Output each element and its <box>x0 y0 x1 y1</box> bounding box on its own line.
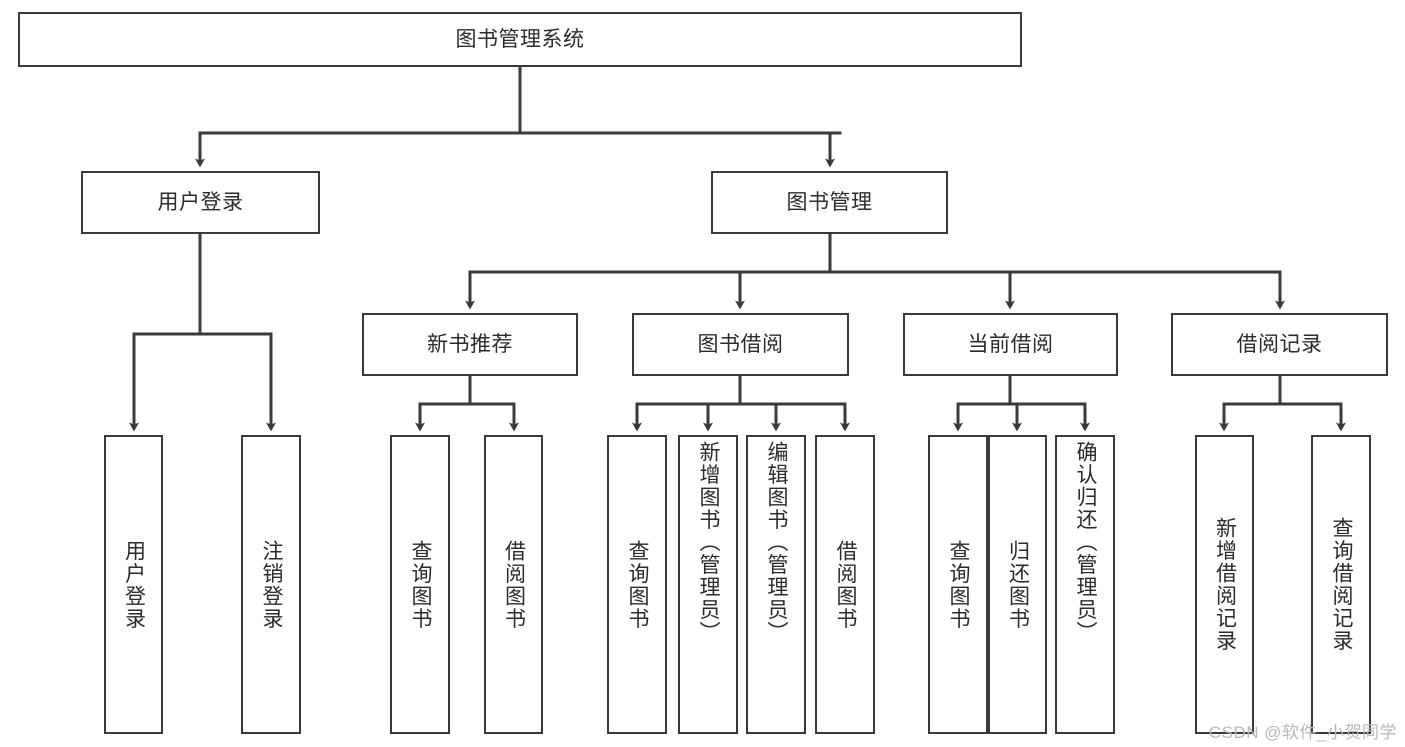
leaf-current-return-book-label: 归还图书 <box>1006 539 1030 630</box>
leaf-current-query-book-label: 查询图书 <box>947 539 971 630</box>
leaf-record-query-record[interactable]: 查询借阅记录 <box>1311 435 1371 734</box>
leaf-borrow-lend-book-label: 借阅图书 <box>834 539 858 630</box>
leaf-user-login[interactable]: 用户登录 <box>104 435 163 734</box>
leaf-newbook-borrow-book[interactable]: 借阅图书 <box>484 435 543 734</box>
leaf-record-add-record[interactable]: 新增借阅记录 <box>1195 435 1254 734</box>
node-root[interactable]: 图书管理系统 <box>18 12 1022 67</box>
node-current-borrow-label: 当前借阅 <box>967 332 1054 356</box>
node-book-manage-label: 图书管理 <box>786 190 873 214</box>
node-book-borrow-label: 图书借阅 <box>697 332 784 356</box>
watermark: CSDN @软件_小贺同学 <box>1208 723 1397 742</box>
leaf-user-logout[interactable]: 注销登录 <box>241 435 301 734</box>
node-current-borrow[interactable]: 当前借阅 <box>903 313 1118 376</box>
leaf-newbook-query-book-label: 查询图书 <box>409 539 433 630</box>
leaf-borrow-add-book-label: 新增图书（管理员） <box>697 441 721 644</box>
leaf-borrow-add-book[interactable]: 新增图书（管理员） <box>678 435 738 734</box>
leaf-user-logout-label: 注销登录 <box>260 539 284 630</box>
leaf-current-return-book[interactable]: 归还图书 <box>988 435 1047 734</box>
node-borrow-record-label: 借阅记录 <box>1236 332 1323 356</box>
node-borrow-record[interactable]: 借阅记录 <box>1171 313 1388 376</box>
node-book-manage[interactable]: 图书管理 <box>711 171 948 234</box>
leaf-record-query-record-label: 查询借阅记录 <box>1330 517 1354 652</box>
node-user-login[interactable]: 用户登录 <box>81 171 320 234</box>
leaf-record-add-record-label: 新增借阅记录 <box>1213 517 1237 652</box>
node-root-label: 图书管理系统 <box>455 27 585 51</box>
leaf-current-confirm-return-label: 确认归还（管理员） <box>1074 441 1098 644</box>
node-new-book-recommend[interactable]: 新书推荐 <box>362 313 578 376</box>
leaf-borrow-query-book-label: 查询图书 <box>626 539 650 630</box>
leaf-borrow-edit-book-label: 编辑图书（管理员） <box>765 441 789 644</box>
leaf-borrow-query-book[interactable]: 查询图书 <box>607 435 667 734</box>
node-book-borrow[interactable]: 图书借阅 <box>632 313 849 376</box>
leaf-newbook-borrow-book-label: 借阅图书 <box>502 539 526 630</box>
leaf-current-query-book[interactable]: 查询图书 <box>928 435 988 734</box>
node-new-book-recommend-label: 新书推荐 <box>427 332 513 356</box>
leaf-borrow-edit-book[interactable]: 编辑图书（管理员） <box>746 435 806 734</box>
leaf-newbook-query-book[interactable]: 查询图书 <box>390 435 450 734</box>
node-user-login-label: 用户登录 <box>157 190 244 214</box>
leaf-current-confirm-return[interactable]: 确认归还（管理员） <box>1055 435 1115 734</box>
leaf-borrow-lend-book[interactable]: 借阅图书 <box>815 435 875 734</box>
leaf-user-login-label: 用户登录 <box>122 539 146 630</box>
